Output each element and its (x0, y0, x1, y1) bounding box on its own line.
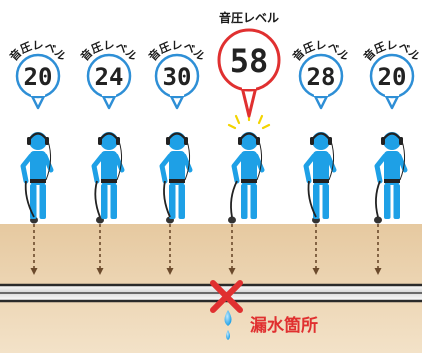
leak-location-label: 漏水箇所 (250, 315, 318, 336)
water-drops-icon (224, 310, 232, 340)
sound-level-value: 28 (307, 63, 336, 91)
sound-level-value: 30 (163, 63, 192, 91)
leak-x-mark-icon (210, 280, 243, 313)
worker-figure (303, 132, 337, 219)
sound-level-value: 58 (230, 42, 269, 80)
sound-level-value: 20 (24, 63, 53, 91)
sound-level-value: 24 (95, 63, 124, 91)
worker-figure (374, 132, 408, 219)
worker-figure (20, 132, 54, 219)
worker-figure (91, 132, 125, 219)
water-pipe (0, 283, 422, 303)
probe-rod (374, 216, 382, 275)
sound-level-bubble-peak: 58 音圧レベル (217, 10, 281, 118)
worker-figure (230, 132, 265, 219)
sound-level-label: 音圧レベル (219, 10, 279, 25)
probe-rod (228, 216, 236, 275)
worker-figure (159, 132, 193, 219)
sound-level-value: 20 (378, 63, 407, 91)
